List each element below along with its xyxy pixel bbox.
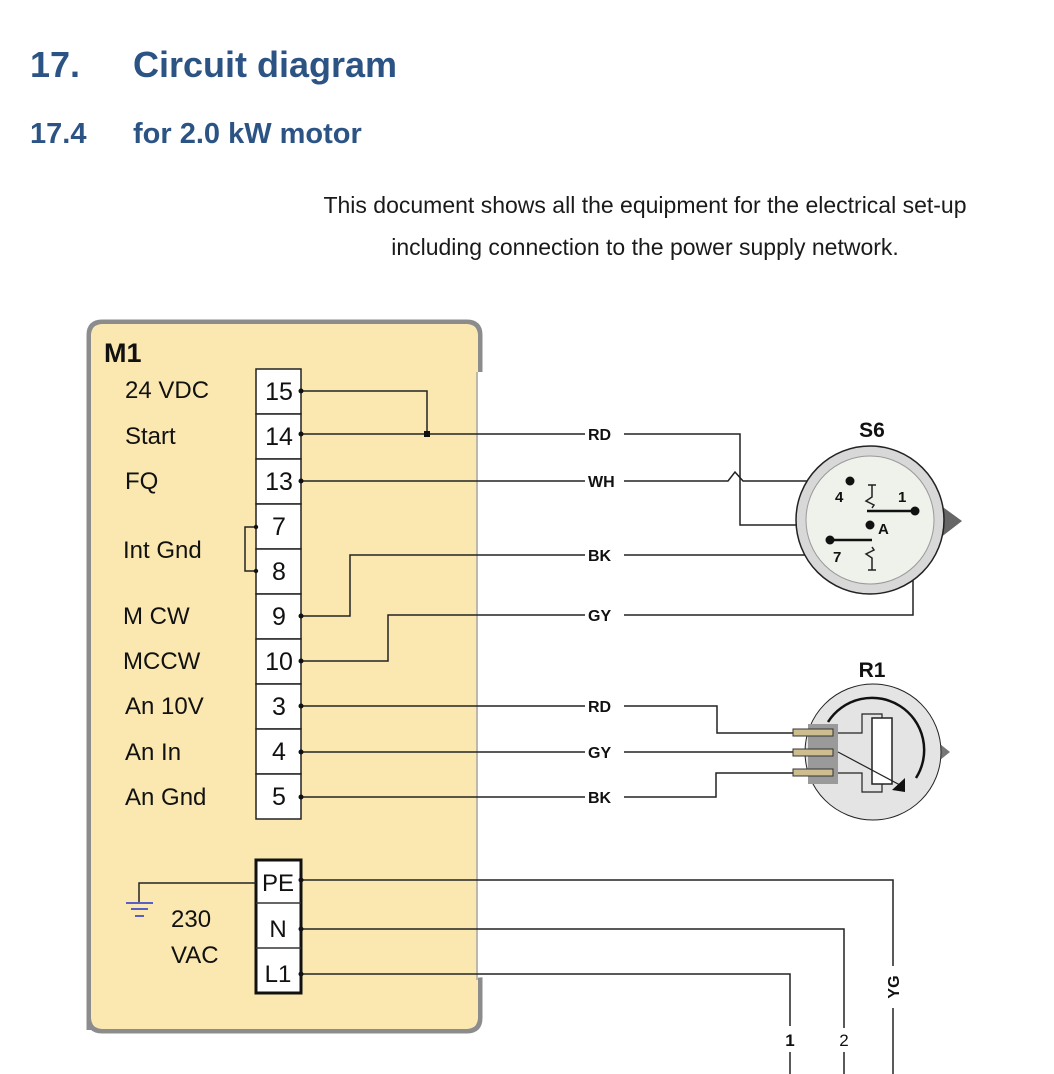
wire-label: BK	[588, 548, 612, 565]
terminal-number: 4	[272, 738, 286, 766]
wire-label: 1	[785, 1031, 794, 1050]
wire-label: YG	[886, 975, 903, 998]
subsection-heading: 17.4 for 2.0 kW motor	[30, 118, 362, 151]
signal-label: An 10V	[125, 693, 204, 720]
wire-label: GY	[588, 608, 611, 625]
terminal-block	[255, 368, 302, 820]
s6-wiring	[301, 390, 914, 662]
signal-label: An Gnd	[125, 784, 206, 811]
wire-label: BK	[588, 790, 612, 807]
signal-label: 24 VDC	[125, 377, 209, 404]
r1-label: R1	[859, 659, 886, 682]
intro-paragraph: This document shows all the equipment fo…	[240, 184, 1050, 268]
section-title: Circuit diagram	[133, 44, 398, 85]
intro-line-2: including connection to the power supply…	[391, 234, 899, 260]
wire-label: WH	[588, 474, 615, 491]
terminal-number: 9	[272, 603, 286, 631]
wire-label: 2	[839, 1031, 848, 1050]
ground-icon	[126, 902, 153, 917]
power-wiring	[301, 879, 894, 1074]
r1-potentiometer	[792, 683, 950, 821]
signal-label: Start	[125, 423, 176, 450]
signal-label: MCCW	[123, 648, 201, 675]
s6-pin-label: 4	[835, 489, 844, 506]
s6-label: S6	[859, 419, 885, 442]
r1-wiring	[301, 705, 795, 798]
power-terminal: N	[269, 916, 286, 943]
wire-label: GY	[588, 745, 611, 762]
subsection-number: 17.4	[30, 118, 87, 150]
power-voltage-label: 230	[171, 906, 211, 933]
terminal-number: 14	[265, 423, 293, 451]
power-voltage-label: VAC	[171, 942, 219, 969]
signal-label: M CW	[123, 603, 190, 630]
subsection-title: for 2.0 kW motor	[133, 118, 362, 150]
terminal-number: 15	[265, 378, 293, 406]
wire-label: RD	[588, 699, 611, 716]
terminal-number: 8	[272, 558, 286, 586]
power-terminal-block	[254, 858, 303, 995]
int-gnd-jumper	[244, 526, 256, 572]
power-terminal: PE	[262, 870, 294, 897]
motor-id: M1	[104, 338, 142, 368]
terminal-number: 5	[272, 783, 286, 811]
terminal-number: 3	[272, 693, 286, 721]
signal-label: FQ	[125, 468, 158, 495]
s6-switch	[795, 445, 962, 595]
section-number: 17.	[30, 44, 81, 85]
terminal-number: 7	[272, 513, 286, 541]
wire-label: RD	[588, 427, 611, 444]
s6-pin-label: A	[878, 521, 889, 538]
terminal-number: 10	[265, 648, 293, 676]
signal-label: Int Gnd	[123, 537, 202, 564]
s6-pin-label: 7	[833, 549, 841, 566]
terminal-number: 13	[265, 468, 293, 496]
power-terminal: L1	[265, 961, 292, 988]
signal-label: An In	[125, 739, 181, 766]
section-heading: 17. Circuit diagram	[30, 44, 397, 86]
s6-pin-label: 1	[898, 489, 906, 506]
intro-line-1: This document shows all the equipment fo…	[323, 192, 967, 218]
